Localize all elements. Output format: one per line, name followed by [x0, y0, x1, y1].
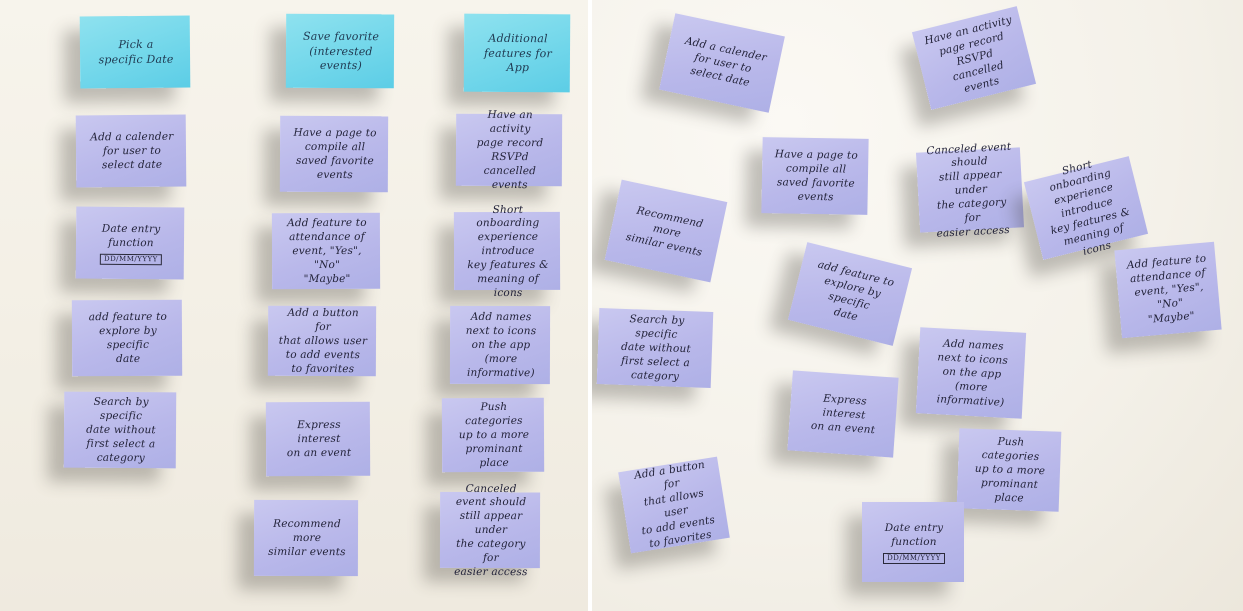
header-note-text: Additional features for App [484, 32, 552, 75]
sticky-note-text: Date entry function [884, 522, 944, 548]
photo-divider [588, 0, 592, 611]
sticky-note-text: Recommend more similar events [624, 204, 705, 259]
sticky-note: Recommend more similar events [604, 179, 728, 283]
header-note-pick-date: Pick a specific Date [79, 15, 191, 89]
sticky-note-text: Canceled event should still appear under… [454, 482, 528, 578]
sticky-note: Short onboarding experience introduce ke… [453, 203, 561, 299]
sticky-note: Add names next to icons on the app (more… [449, 305, 551, 385]
sticky-note-text: Add a calender for user to select date [683, 35, 768, 89]
sticky-note-text: Add names next to icons on the app (more… [465, 311, 537, 379]
header-note-text: Save favorite (interested events) [302, 30, 380, 73]
sticky-note: add feature to explore by specific date [787, 242, 913, 346]
sticky-note: Search by specific date without first se… [63, 391, 177, 469]
sticky-note: Have a page to compile all saved favorit… [279, 115, 389, 193]
sticky-note-text: Add a button for that allows user to add… [278, 307, 368, 375]
sticky-note: Add a calender for user to select date [75, 114, 187, 188]
header-note-text: Pick a specific Date [98, 38, 174, 67]
sticky-note-text: Short onboarding experience introduce ke… [467, 203, 549, 299]
sticky-note-text: Date entry function [101, 222, 161, 250]
sticky-note-text: Have a page to compile all saved favorit… [774, 148, 859, 204]
sticky-note: add feature to explore by specific date [71, 299, 183, 377]
sticky-note: Date entry function DD/MM/YYYY [75, 206, 185, 280]
sticky-note-text: add feature to explore by specific date [816, 258, 896, 324]
sticky-note: Add feature to attendance of event, "Yes… [1114, 241, 1222, 339]
sticky-note: Search by specific date without first se… [596, 308, 714, 388]
sticky-note-text: Canceled event should still appear under… [926, 140, 1012, 240]
sticky-note: Push categories up to a more prominant p… [441, 397, 545, 473]
sticky-note-text: Add names next to icons on the app (more… [936, 337, 1009, 409]
sticky-note: Express interest on an event [787, 370, 899, 458]
sticky-note-text: Search by specific date without first se… [86, 396, 156, 464]
header-note-additional-features: Additional features for App [463, 13, 571, 93]
date-format-tag: DD/MM/YYYY [883, 552, 945, 564]
sticky-note-text: Have an activity page record RSVPd cance… [476, 109, 544, 191]
date-format-tag: DD/MM/YYYY [99, 253, 162, 266]
sticky-note-text: Add feature to attendance of event, "Yes… [1126, 252, 1207, 326]
sticky-note: Add a button for that allows user to add… [618, 456, 730, 554]
sticky-note: Add a button for that allows user to add… [267, 305, 377, 377]
sticky-note: Have an activity page record RSVPd cance… [455, 109, 563, 191]
sticky-note-text: Express interest on an event [286, 419, 352, 460]
right-board-photo: Add a calender for user to select date H… [592, 0, 1243, 611]
sticky-note-text: Recommend more similar events [268, 518, 346, 559]
sticky-note: Add names next to icons on the app (more… [915, 327, 1027, 419]
sticky-note: Recommend more similar events [253, 499, 359, 577]
sticky-note-text: Search by specific date without first se… [620, 313, 692, 383]
sticky-note: Canceled event should still appear under… [915, 140, 1025, 239]
sticky-note-text: Add a calender for user to select date [90, 130, 174, 172]
sticky-note-text: Add feature to attendance of event, "Yes… [287, 217, 367, 285]
sticky-note: Have an activity page record RSVPd cance… [911, 6, 1037, 110]
sticky-note-text: add feature to explore by specific date [88, 311, 168, 365]
sticky-note-text: Push categories up to a more prominant p… [974, 435, 1046, 505]
sticky-note-text: Have a page to compile all saved favorit… [293, 127, 377, 181]
sticky-note: Add feature to attendance of event, "Yes… [271, 212, 381, 290]
sticky-note: Canceled event should still appear under… [439, 482, 541, 578]
sticky-note-text: Push categories up to a more prominant p… [458, 401, 530, 469]
sticky-note: Push categories up to a more prominant p… [956, 428, 1062, 512]
sticky-note: Short onboarding experience introduce ke… [1023, 156, 1149, 260]
sticky-note-text: Add a button for that allows user to add… [633, 459, 716, 550]
sticky-note-text: Have an activity page record RSVPd cance… [923, 14, 1014, 95]
sticky-note: Express interest on an event [265, 401, 371, 477]
sticky-note: Add a calender for user to select date [659, 13, 785, 113]
sticky-note-text: Express interest on an event [810, 392, 876, 437]
sticky-note: Have a page to compile all saved favorit… [761, 137, 869, 215]
left-board-photo: Pick a specific Date Add a calender for … [0, 0, 588, 611]
sticky-note: Date entry function DD/MM/YYYY [862, 502, 964, 582]
header-note-save-favorite: Save favorite (interested events) [285, 13, 395, 89]
